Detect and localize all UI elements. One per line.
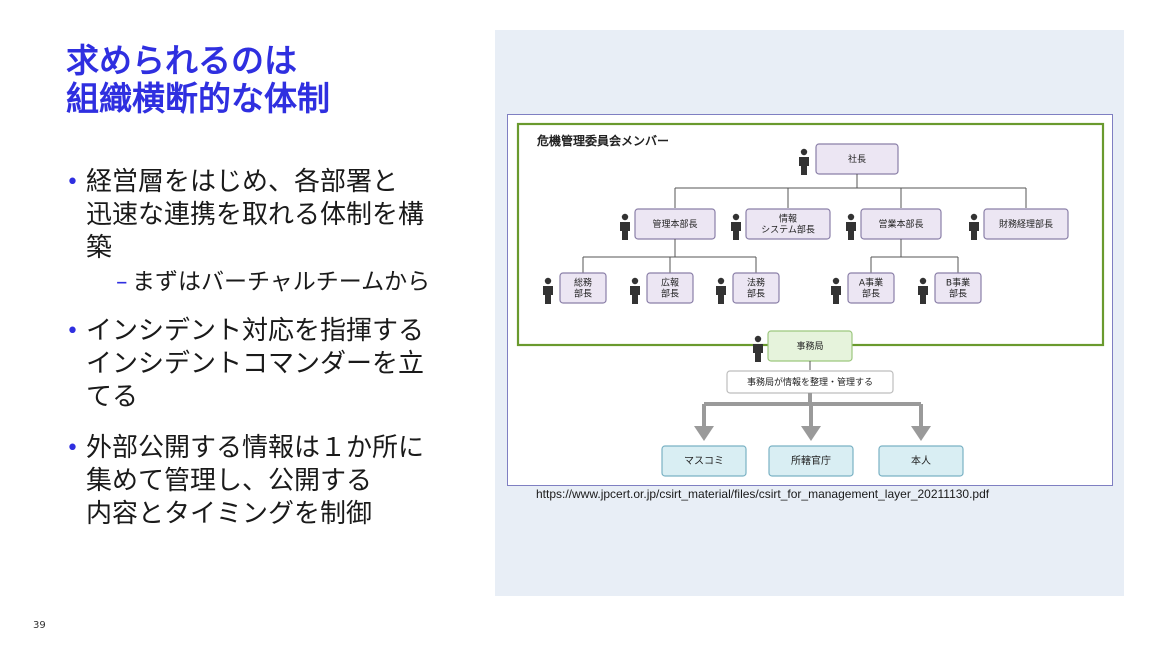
bullet-dot-icon: • <box>66 170 79 195</box>
level3-sales-1-box <box>934 272 982 304</box>
person-icon <box>716 277 726 304</box>
slide-title: 求められるのは 組織横断的な体制 <box>66 42 330 118</box>
level2-3-label: 財務経理部長 <box>999 218 1053 230</box>
source-url: https://www.jpcert.or.jp/csirt_material/… <box>536 487 990 501</box>
person-icon <box>620 213 630 240</box>
bullet-item: • 外部公開する情報は１か所に 集めて管理し、公開する 内容とタイミングを制御 <box>66 432 486 531</box>
output-1-box <box>768 445 854 477</box>
sub-bullet: – まずはバーチャルチームから <box>86 267 486 297</box>
level3-admin-0-label: 総務部長 <box>574 276 592 299</box>
person-icon <box>731 213 741 240</box>
bullet-dot-icon: • <box>66 436 79 461</box>
arrow-head-icon <box>911 426 931 441</box>
bullet-list: • 経営層をはじめ、各部署と 迅速な連携を取れる体制を構 築 – まずはバーチャ… <box>66 166 486 549</box>
title-line-2: 組織横断的な体制 <box>66 79 330 118</box>
org-chart-figure: 危機管理委員会メンバー社長管理本部長 情報システム部長 営業本部長 財務経理部長総務部… <box>507 114 1113 486</box>
output-1-label: 所轄官庁 <box>791 454 831 467</box>
level3-admin-1-box <box>646 272 694 304</box>
level2-1-box <box>745 208 831 240</box>
level3-admin-1-label: 広報部長 <box>661 276 679 299</box>
arrow-head-icon <box>694 426 714 441</box>
bullet-text: インシデント対応を指揮する インシデントコマンダーを立 てる <box>86 316 425 412</box>
dash-icon: – <box>116 269 128 295</box>
secretariat-label: 事務局 <box>796 340 823 352</box>
person-icon <box>918 277 928 304</box>
level2-0-label: 管理本部長 <box>652 218 697 230</box>
bullet-item: • 経営層をはじめ、各部署と 迅速な連携を取れる体制を構 築 – まずはバーチャ… <box>66 166 486 297</box>
level2-1-label: 情報システム部長 <box>761 212 815 235</box>
arrow-head-icon <box>801 426 821 441</box>
output-2-label: 本人 <box>911 454 931 467</box>
output-2-box <box>878 445 964 477</box>
page-number: 39 <box>33 620 46 631</box>
level3-admin-0-box <box>559 272 607 304</box>
person-icon <box>831 277 841 304</box>
person-icon <box>753 335 763 362</box>
person-icon <box>799 148 809 175</box>
level3-sales-0-label: A事業部長 <box>859 276 883 299</box>
level3-admin-2-box <box>732 272 780 304</box>
bullet-item: • インシデント対応を指揮する インシデントコマンダーを立 てる <box>66 315 486 414</box>
level3-admin-2-label: 法務部長 <box>747 276 765 299</box>
person-icon <box>630 277 640 304</box>
sub-bullet-text: まずはバーチャルチームから <box>132 269 431 295</box>
level3-sales-0-box <box>847 272 895 304</box>
president-label: 社長 <box>848 153 866 165</box>
output-0-label: マスコミ <box>684 456 724 467</box>
person-icon <box>846 213 856 240</box>
committee-title: 危機管理委員会メンバー <box>536 133 669 148</box>
level2-3-box <box>983 208 1069 240</box>
bullet-dot-icon: • <box>66 319 79 344</box>
secretariat-role-label: 事務局が情報を整理・管理する <box>747 376 873 388</box>
bullet-text: 外部公開する情報は１か所に 集めて管理し、公開する 内容とタイミングを制御 <box>86 433 425 529</box>
person-icon <box>969 213 979 240</box>
bullet-text: 経営層をはじめ、各部署と 迅速な連携を取れる体制を構 築 <box>86 167 425 263</box>
title-line-1: 求められるのは <box>66 41 297 80</box>
output-0-box <box>661 445 747 477</box>
person-icon <box>543 277 553 304</box>
level2-2-label: 営業本部長 <box>878 218 923 230</box>
level3-sales-1-label: B事業部長 <box>946 276 970 299</box>
